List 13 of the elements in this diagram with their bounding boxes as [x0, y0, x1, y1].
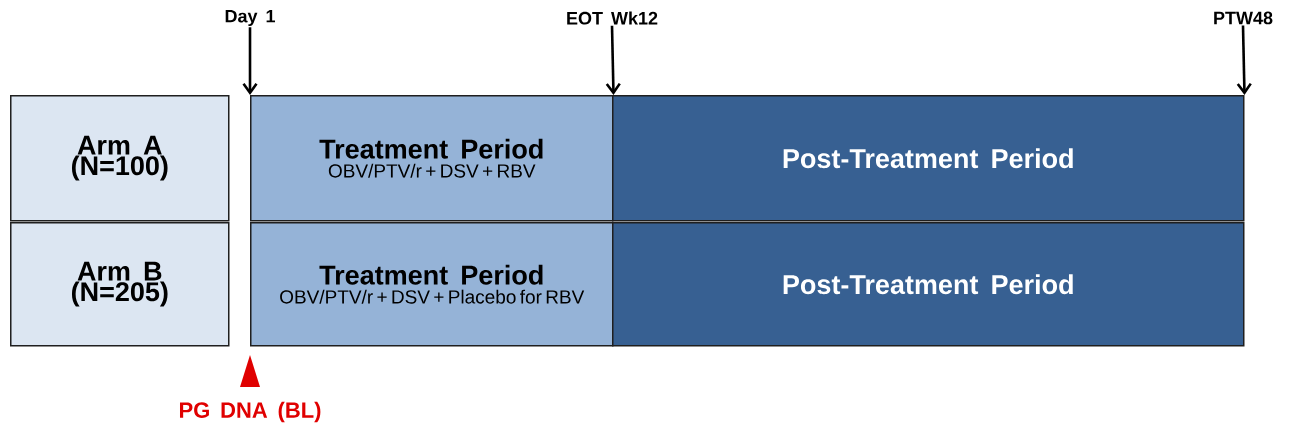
period-box: Treatment Period OBV/PTV/r + DSV + Placebo for RBV: [250, 222, 614, 347]
timepoint-label: Day 1: [225, 9, 275, 27]
arm-box: Arm A (N=100): [10, 95, 230, 222]
period-box: Post-Treatment Period: [612, 95, 1245, 222]
period-box: Post-Treatment Period: [612, 222, 1245, 347]
arrow: [1236, 25, 1252, 95]
period-box: Treatment Period OBV/PTV/r + DSV + RBV: [250, 95, 614, 222]
arrow: [605, 25, 621, 95]
timepoint-label: EOT Wk12: [567, 11, 658, 25]
timepoint-label: PTW48: [1214, 11, 1273, 25]
note-label: PG DNA (BL): [180, 401, 321, 423]
arm-box: Arm B (N=205): [10, 222, 230, 347]
arrow: [242, 27, 258, 95]
